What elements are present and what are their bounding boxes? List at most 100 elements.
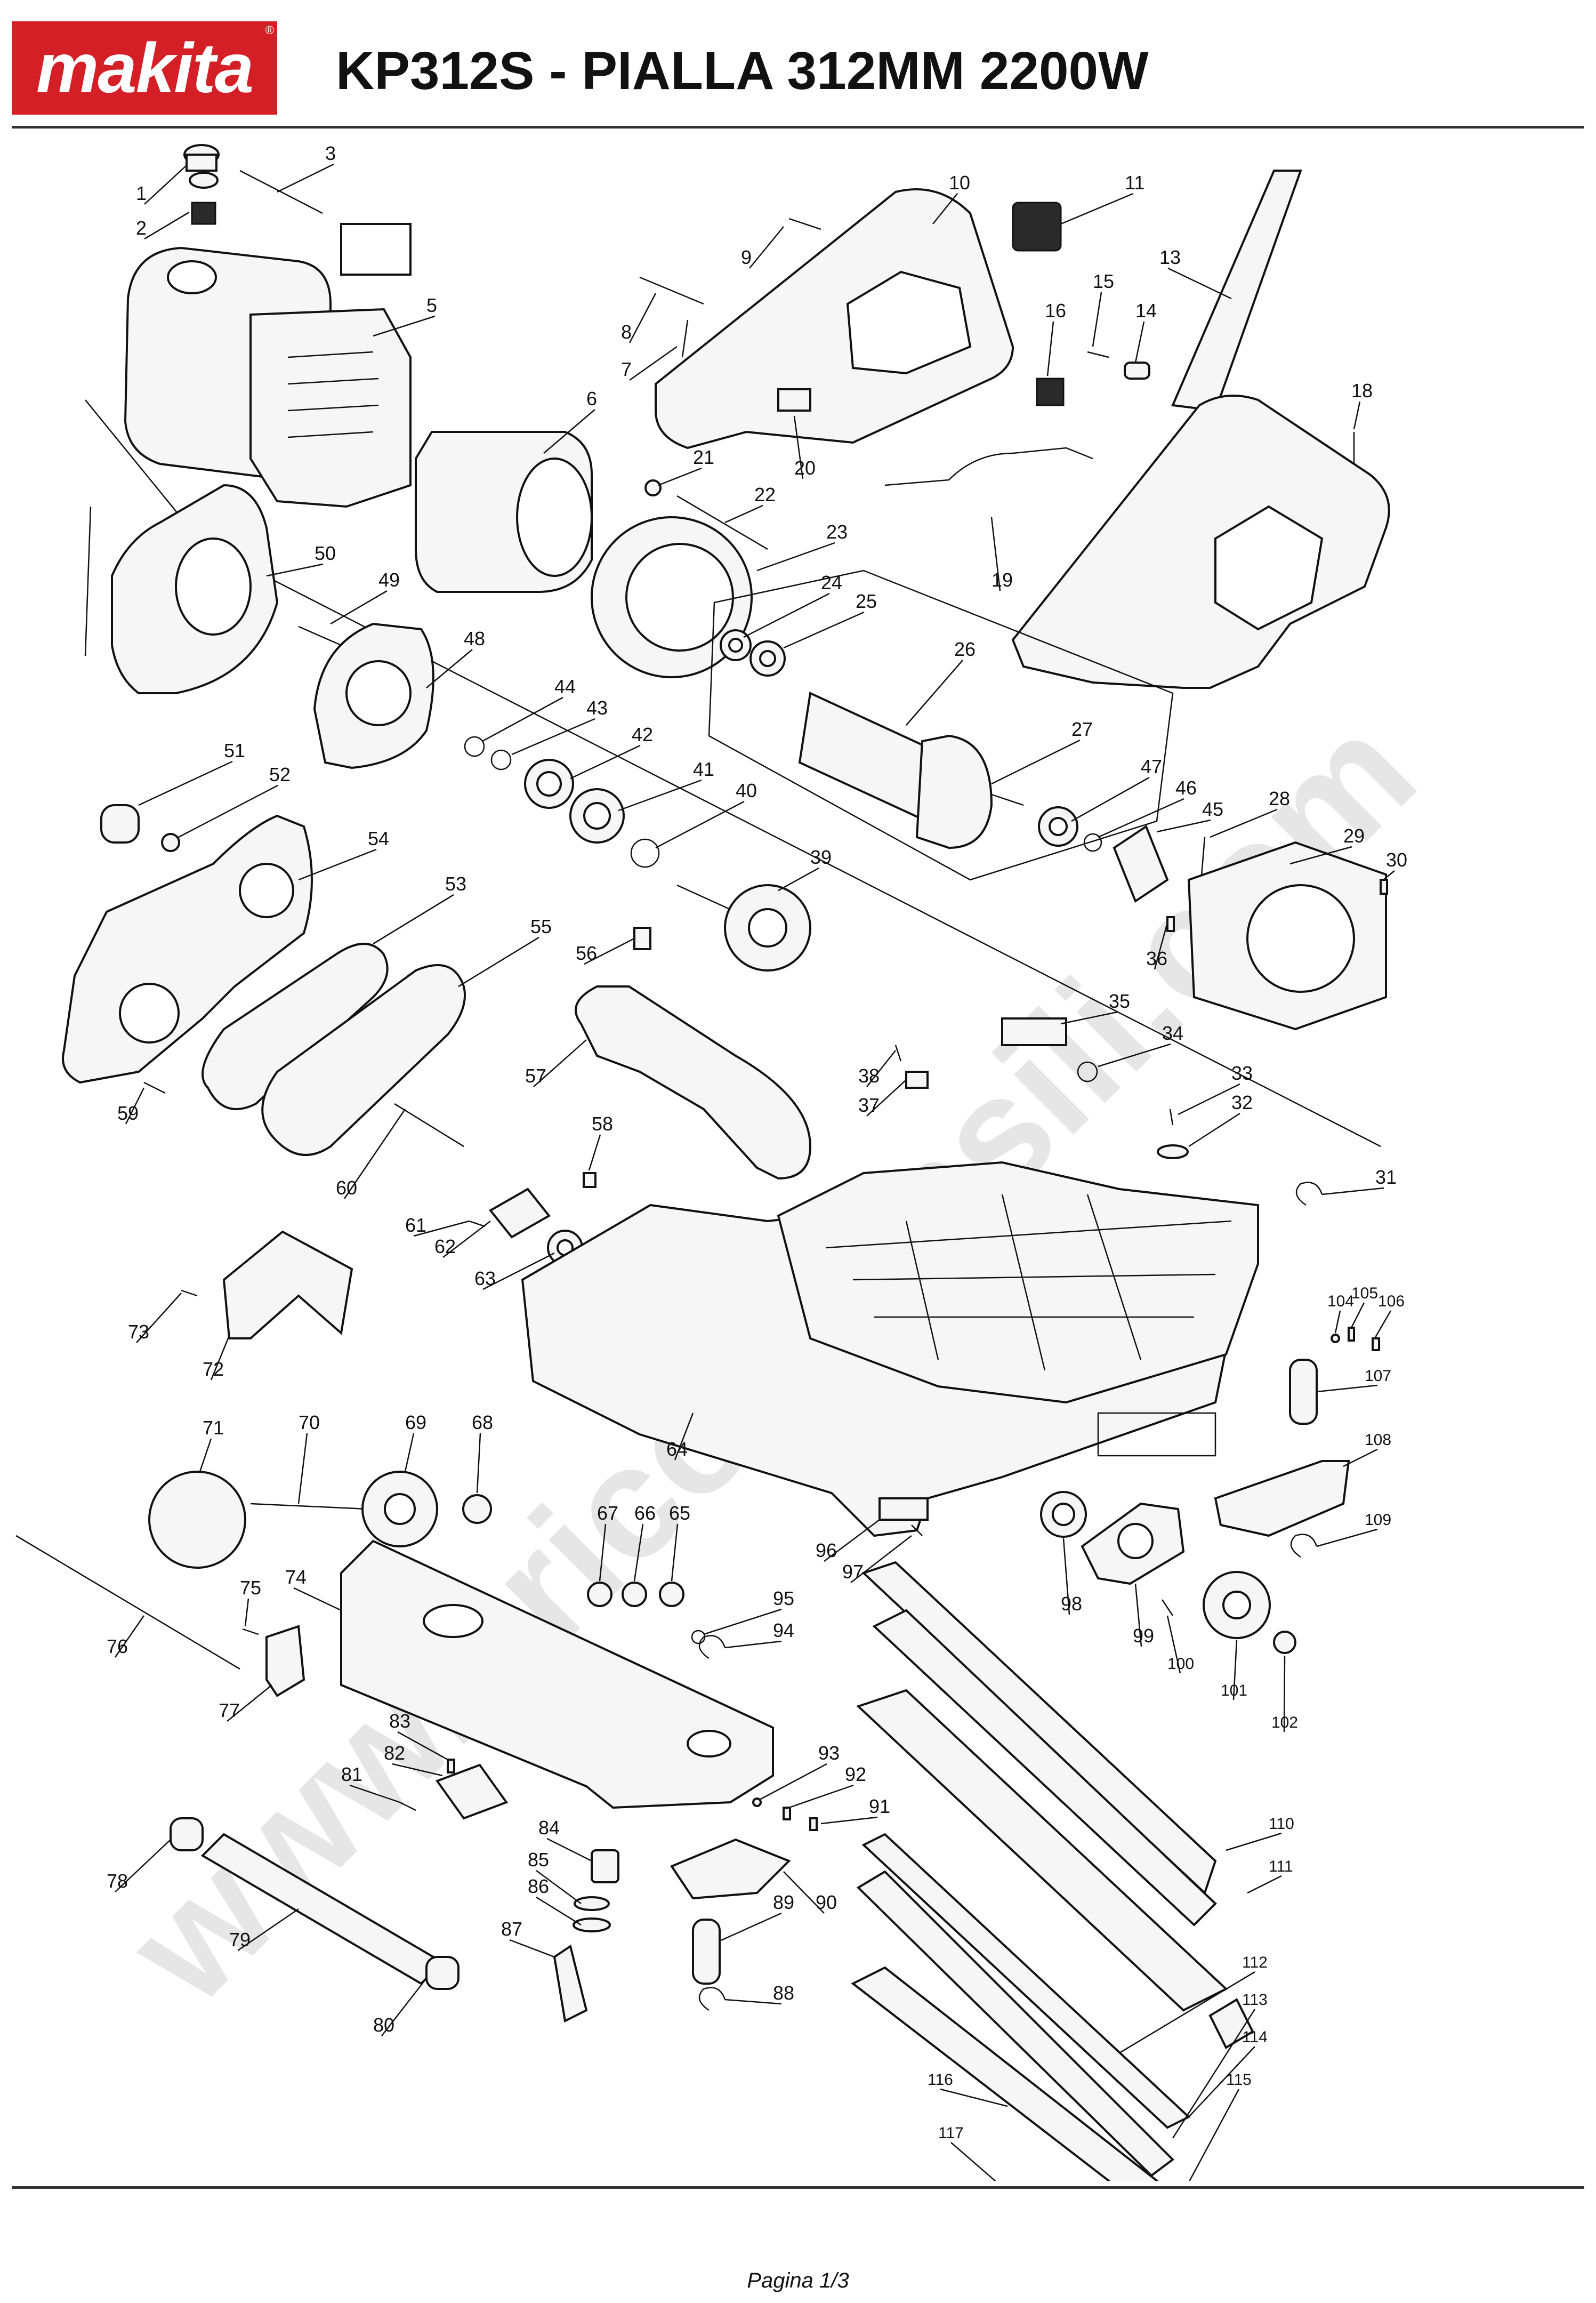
part-number-93: 93: [818, 1742, 840, 1764]
belt-cover-opening: [175, 537, 252, 636]
front-base-group: [15, 1471, 818, 2023]
leader-line-110: [1226, 1832, 1282, 1851]
leader-line-1: [144, 165, 187, 205]
part-number-104: 104: [1327, 1293, 1354, 1310]
washer-32: [1157, 1144, 1189, 1159]
leader-line-54: [298, 848, 377, 881]
part-number-102: 102: [1271, 1714, 1298, 1731]
drive-belt: [201, 943, 389, 1110]
leader-line-49: [330, 590, 388, 625]
part-number-56: 56: [576, 942, 597, 964]
part-number-88: 88: [773, 1982, 794, 2004]
part-number-108: 108: [1365, 1431, 1391, 1449]
o-ring-95: [691, 1630, 706, 1644]
part-number-40: 40: [736, 780, 757, 801]
part-number-32: 32: [1231, 1092, 1253, 1113]
part-number-39: 39: [810, 846, 832, 868]
part-number-100: 100: [1167, 1655, 1194, 1673]
leader-line-51: [138, 760, 233, 806]
washer-68: [462, 1494, 492, 1524]
screw-60: [394, 1103, 464, 1148]
leader-line-112: [1119, 1971, 1255, 2054]
leader-line-32: [1188, 1112, 1240, 1148]
page-header: makita ® KP312S - PIALLA 312MM 2200W: [0, 0, 1596, 133]
washer-85: [574, 1896, 610, 1911]
part-number-50: 50: [315, 542, 336, 564]
leader-line-38: [866, 1050, 896, 1087]
motor-housing-group: [124, 144, 786, 678]
leader-line-117: [950, 2142, 1008, 2192]
part-number-36: 36: [1146, 948, 1167, 969]
rear-slot-marker: [1097, 1412, 1216, 1457]
part-number-44: 44: [554, 676, 576, 697]
leader-line-67: [599, 1523, 607, 1582]
footer-divider: [12, 2186, 1584, 2189]
leader-line-27: [991, 739, 1081, 785]
part-number-14: 14: [1135, 300, 1157, 322]
handle-cover-window: [1214, 505, 1324, 631]
pin-92: [783, 1807, 791, 1820]
part-number-24: 24: [821, 572, 842, 593]
registered-mark: ®: [265, 23, 274, 37]
cord-clamp: [1124, 362, 1150, 380]
o-ring: [1083, 833, 1102, 852]
leader-line-74: [293, 1587, 342, 1611]
leader-line-79: [237, 1908, 299, 1952]
leader-line-13: [1167, 267, 1232, 300]
screw-81: [399, 1801, 416, 1811]
armature-shaft: [991, 793, 1024, 806]
header-divider: [12, 126, 1584, 129]
leader-line-64: [674, 1413, 694, 1461]
power-cord-guard: [1171, 170, 1302, 412]
leader-line-2: [144, 211, 190, 240]
part-number-33: 33: [1231, 1062, 1253, 1084]
field-bore: [516, 458, 593, 577]
leader-line-77: [227, 1684, 272, 1722]
part-number-95: 95: [773, 1587, 794, 1609]
roller-end-80: [425, 1956, 460, 1990]
clamp-37: [905, 1071, 929, 1089]
leader-line-9: [749, 226, 784, 269]
pin-30: [1380, 879, 1388, 895]
leader-line-86: [536, 1896, 582, 1926]
main-base: [521, 1203, 1228, 1537]
leader-line-90: [783, 1871, 825, 1914]
part-number-83: 83: [389, 1710, 410, 1732]
part-number-25: 25: [856, 590, 877, 612]
pulley-69-hub: [384, 1493, 416, 1525]
bearing-sleeve: [1113, 824, 1169, 903]
base-group: [181, 927, 1380, 1558]
part-number-63: 63: [474, 1267, 496, 1289]
leader-line-75: [244, 1598, 249, 1627]
leader-line-96: [824, 1519, 880, 1562]
leader-line-15: [1092, 292, 1102, 347]
leader-line-22: [724, 504, 763, 524]
leader-line-55: [458, 936, 539, 988]
long-screw: [676, 495, 768, 550]
part-number-15: 15: [1093, 270, 1114, 292]
belt-cover-outer: [261, 964, 466, 1156]
screw-long: [239, 170, 323, 214]
leader-line-45: [1156, 819, 1211, 833]
leader-line-26: [906, 660, 963, 726]
part-number-86: 86: [528, 1875, 549, 1897]
depth-plate-90: [670, 1838, 791, 1900]
part-number-57: 57: [525, 1065, 546, 1087]
retaining-ring-109: [1290, 1534, 1318, 1558]
leader-line-91: [820, 1816, 878, 1825]
leader-line-102: [1283, 1655, 1286, 1732]
armature-group: [708, 569, 1388, 1031]
leader-line-58: [588, 1134, 601, 1171]
part-number-3: 3: [325, 142, 336, 164]
leader-line-24: [743, 592, 830, 638]
leader-line-63: [482, 1252, 555, 1290]
part-number-77: 77: [219, 1699, 240, 1721]
brush-cap-body: [186, 154, 217, 172]
part-number-28: 28: [1269, 788, 1290, 809]
makita-logo: makita ®: [12, 21, 277, 115]
leader-line-41: [618, 779, 702, 812]
screw-59: [143, 1081, 166, 1094]
leader-line-60: [343, 1109, 406, 1199]
blade-holder: [856, 1870, 1175, 2177]
leader-line-23: [756, 542, 835, 572]
